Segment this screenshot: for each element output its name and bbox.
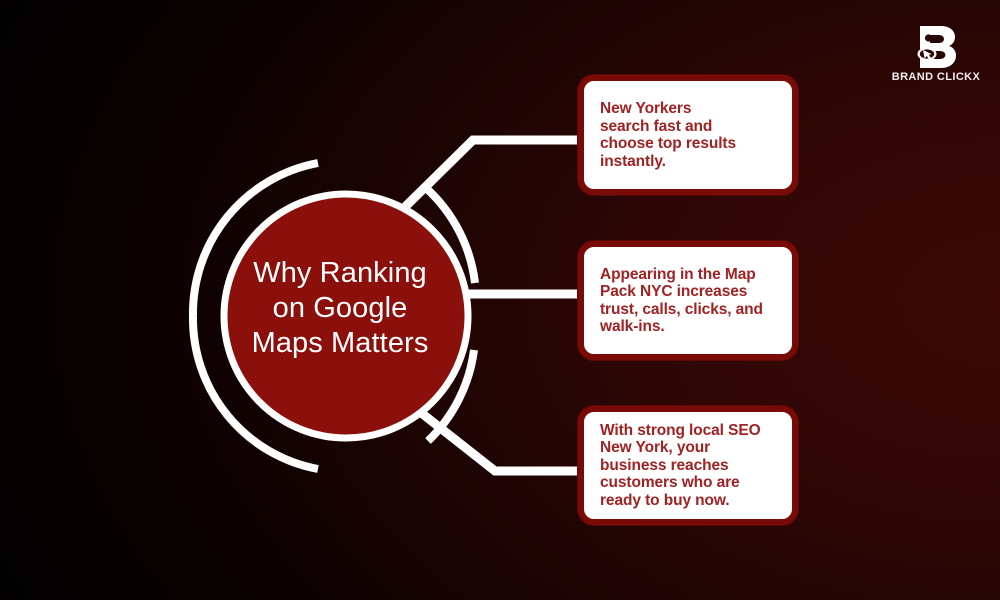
click-hand-icon: [917, 34, 937, 61]
callout-card-3: With strong local SEO New York, your bus…: [578, 406, 798, 525]
hub-inner-circle: [220, 190, 472, 442]
callout-card-2-text: Appearing in the Map Pack NYC increases …: [600, 265, 763, 336]
callout-card-1: New Yorkers search fast and choose top r…: [578, 75, 798, 195]
callout-card-2: Appearing in the Map Pack NYC increases …: [578, 241, 798, 360]
brand-logo-wordmark: BRAND CLICKX: [891, 71, 981, 83]
letter-b-icon: [917, 26, 956, 68]
hub-outer-arc-upper: [188, 159, 319, 317]
callout-card-3-text: With strong local SEO New York, your bus…: [600, 421, 761, 509]
brand-logo: BRAND CLICKX: [888, 24, 984, 83]
hub-title: Why Ranking on Google Maps Matters: [251, 257, 429, 359]
hub-outer-arc-right-lower: [425, 349, 478, 444]
hub-outer-arc-right-upper: [423, 185, 479, 284]
brand-logo-mark: [888, 24, 984, 68]
hub-outer-arc-lower: [188, 315, 319, 473]
callout-card-1-text: New Yorkers search fast and choose top r…: [600, 100, 737, 170]
hub-circle-graphic: [188, 159, 479, 473]
hub-circle-group: Why Ranking on Google Maps Matters: [168, 138, 524, 494]
